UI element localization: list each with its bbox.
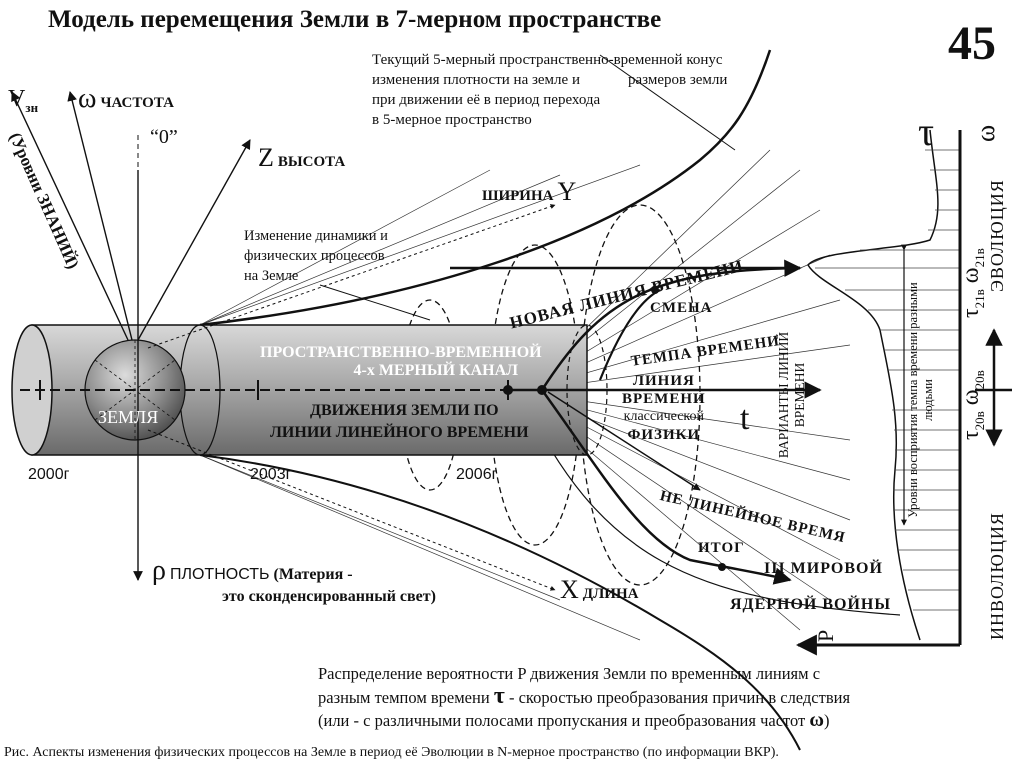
cone-note-line-4: при движении её в период перехода [372,92,601,108]
cone-upper-curve [199,49,772,327]
cone-note: Текущий 5-мерный пространственно-временн… [372,50,727,130]
cone-note-line-3: размеров земли [627,72,728,88]
probability-note: Распределение вероятности P движения Зем… [318,664,851,731]
tempo-change-1: СМЕНА [650,300,713,316]
motion-label: ДВИЖЕНИЯ ЗЕМЛИ ПО ЛИНИИ ЛИНЕЙНОГО ВРЕМЕН… [270,402,529,441]
cone-lower-curve [199,454,801,751]
y-axis-label: ШИРИНА Y [482,177,577,206]
tempo-change-path [598,289,661,381]
nonlinear-path [540,389,792,585]
rho-axis-label: ρ ПЛОТНОСТЬ (Материя - [152,555,353,586]
involution-label: ИНВОЛЮЦИЯ [987,512,1007,640]
outcome-line-1: ИТОГ [698,540,745,556]
classical-line-label: ЛИНИЯ ВРЕМЕНИ классической ФИЗИКИ [622,373,706,443]
perception-levels-label: Уровни восприятия темпа времени разными … [906,282,935,518]
cone-note-line-2: изменения плотности на земле и [372,72,580,88]
p-axis-label: P [813,629,838,642]
omega-axis-label: ω ЧАСТОТА [78,83,174,114]
earth-label: ЗЕМЛЯ [98,407,159,427]
year-2006: 2006г [456,466,498,483]
outcome-line-3: ЯДЕРНОЙ ВОЙНЫ [730,596,892,613]
probability-curve [807,129,939,641]
channel-label: ПРОСТРАНСТВЕННО-ВРЕМЕННОЙ 4-х МЕРНЫЙ КАН… [260,344,542,379]
cone-note-line-5: в 5-мерное пространство [372,112,532,128]
omega-axis-right-label: ω [971,124,1000,142]
tau-omega-21-label: τ21в ω21в [958,248,987,318]
cone-note-line-1: Текущий 5-мерный пространственно-временн… [372,52,723,68]
v-axis-label: Vзн [8,86,39,115]
t-axis-label: t [740,400,750,437]
dynamics-note: Изменение динамики и физических процессо… [244,228,388,284]
page-title: Модель перемещения Земли в 7-мерном прос… [48,6,662,33]
figure-caption: Рис. Аспекты изменения физических процес… [4,745,779,760]
evolution-label: ЭВОЛЮЦИЯ [987,179,1007,292]
tau-axis-label: τ [918,109,935,154]
tau-omega-20-label: τ20в ω20в [958,370,987,440]
new-timeline-path [540,259,802,391]
zero-label: “0” [150,126,178,148]
year-2003: 2003г [250,466,292,483]
outcome-line-2: III МИРОВОЙ [764,560,883,577]
page-number: 45 [948,17,996,70]
z-axis-label: Z ВЫСОТА [258,143,346,172]
rho-note-2: это сконденсированный свет) [222,588,436,605]
x-axis-label: X ДЛИНА [560,575,639,604]
year-2000: 2000г [28,466,70,483]
variants-label: ВАРИАНТЫ ЛИНИЙ ВРЕМЕНИ [776,331,807,459]
